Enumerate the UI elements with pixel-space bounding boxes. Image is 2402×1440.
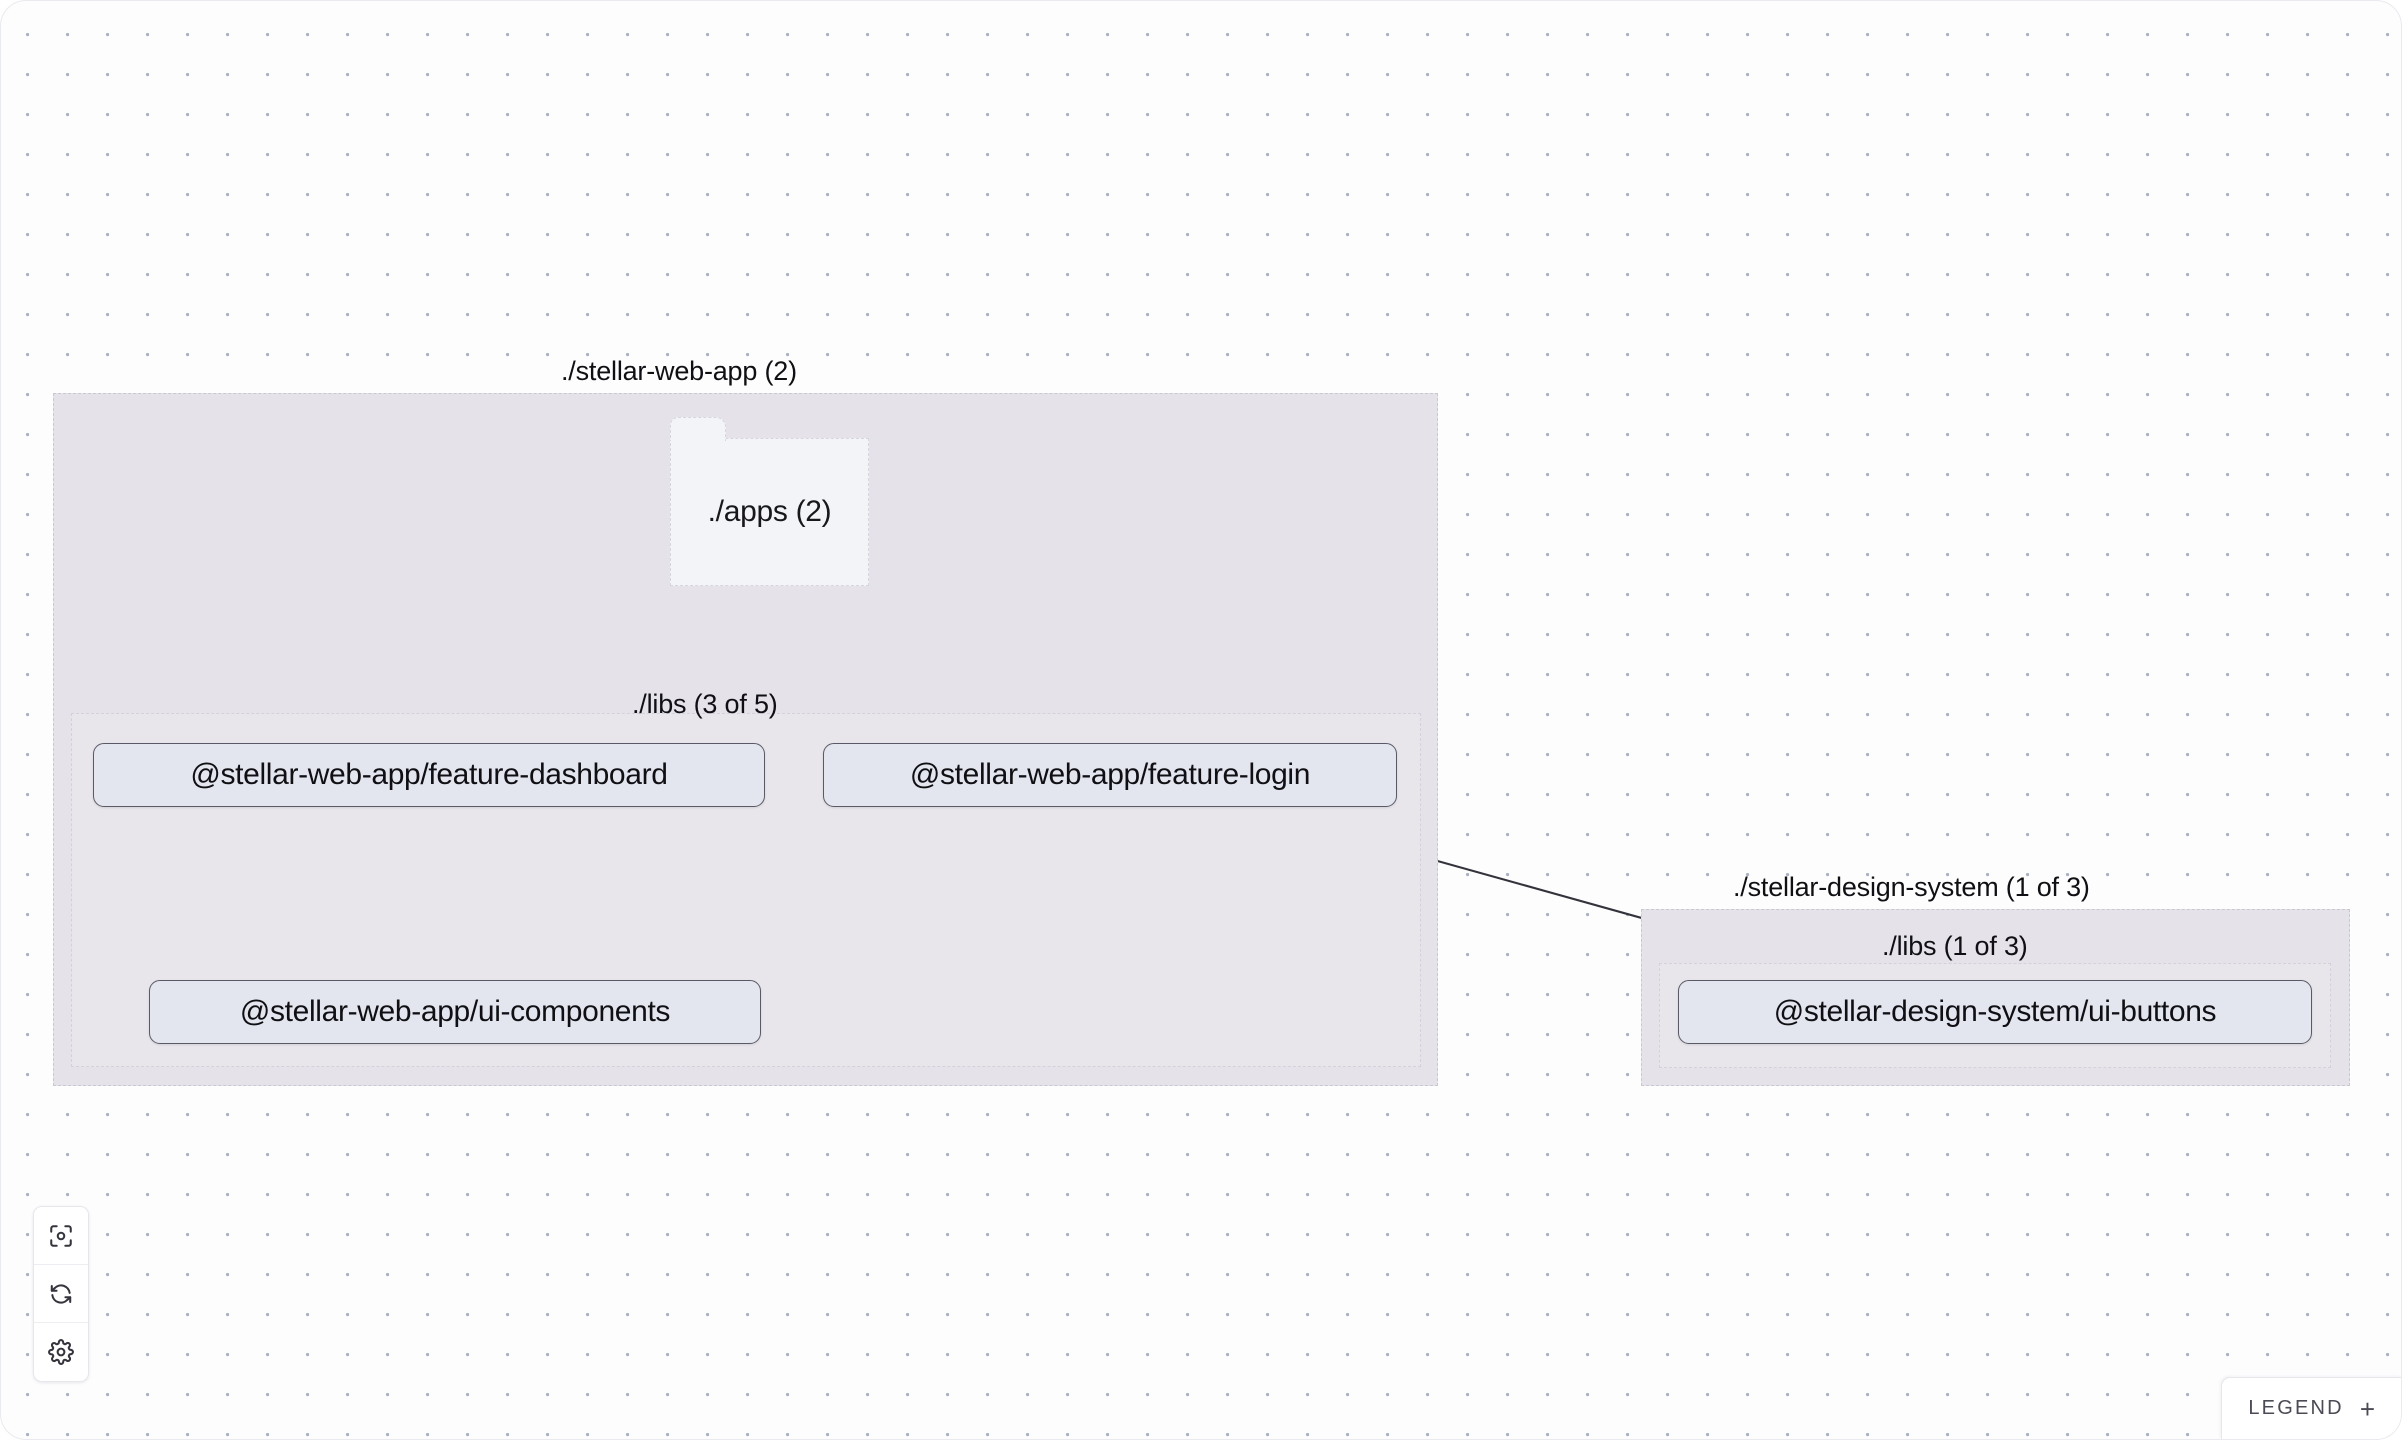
subgroup-label-stellar-design-system-libs: ./libs (1 of 3) (1882, 931, 2028, 961)
gear-icon (48, 1339, 74, 1365)
legend-label: LEGEND (2248, 1397, 2344, 1419)
refresh-icon-button[interactable] (34, 1265, 88, 1323)
canvas-control-rail[interactable] (33, 1206, 89, 1382)
node-feature-login[interactable]: @stellar-web-app/feature-login (823, 743, 1397, 807)
subgroup-label-stellar-web-app-libs: ./libs (3 of 5) (632, 689, 778, 719)
legend-panel[interactable]: LEGEND + (2221, 1377, 2401, 1439)
refresh-icon (48, 1281, 74, 1307)
node-label: @stellar-web-app/ui-components (239, 995, 671, 1028)
node-label: @stellar-web-app/feature-dashboard (190, 758, 668, 791)
plus-icon: + (2359, 1393, 2375, 1424)
node-label: @stellar-design-system/ui-buttons (1773, 995, 2217, 1028)
focus-target-icon (48, 1223, 74, 1249)
group-label-stellar-design-system: ./stellar-design-system (1 of 3) (1733, 872, 2090, 902)
folder-tab-shape (669, 417, 726, 444)
folder-node-apps[interactable]: ./apps (2) (669, 417, 869, 586)
focus-target-icon-button[interactable] (34, 1207, 88, 1265)
node-label: @stellar-web-app/feature-login (909, 758, 1311, 791)
folder-node-label: ./apps (2) (707, 495, 832, 528)
node-feature-dashboard[interactable]: @stellar-web-app/feature-dashboard (93, 743, 765, 807)
gear-icon-button[interactable] (34, 1323, 88, 1381)
node-ui-buttons[interactable]: @stellar-design-system/ui-buttons (1678, 980, 2312, 1044)
node-ui-components[interactable]: @stellar-web-app/ui-components (149, 980, 761, 1044)
group-label-stellar-web-app: ./stellar-web-app (2) (561, 356, 797, 386)
